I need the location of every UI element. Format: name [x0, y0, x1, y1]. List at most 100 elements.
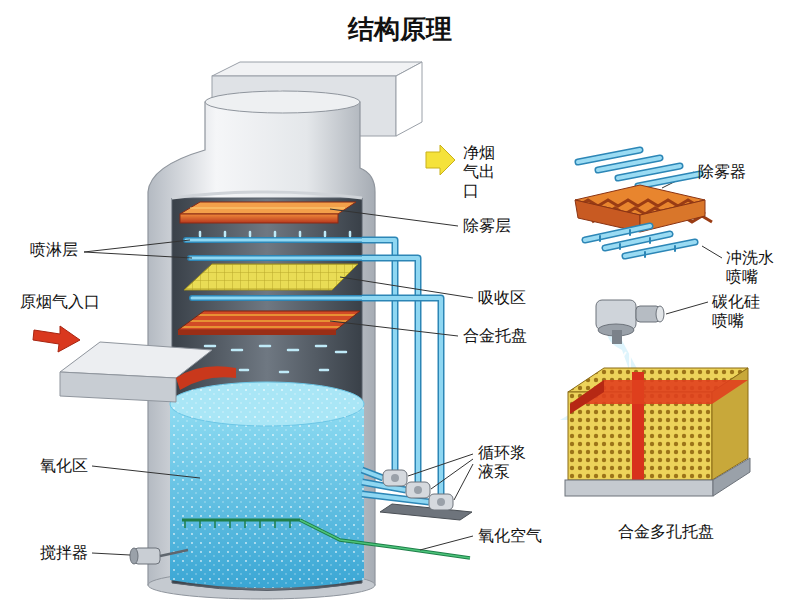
outlet-duct [212, 62, 422, 76]
part-label: 净烟气出口 [463, 143, 498, 201]
demister-inset [578, 150, 700, 186]
label-holder: 除雾层 [463, 216, 511, 235]
outlet-duct [396, 62, 422, 136]
part-label: 原烟气入口 [20, 292, 100, 311]
label-holder: 合金多孔托盘 [618, 522, 714, 541]
slurry-pipes [362, 258, 418, 486]
label-holder: 喷淋层 [30, 240, 78, 259]
agitator [160, 550, 188, 556]
leader-lines [330, 209, 458, 226]
slurry-pipes [362, 258, 418, 486]
leader-lines [84, 240, 192, 258]
demister-layer [180, 202, 356, 214]
tower-shell [205, 91, 360, 113]
label-holder: 合金托盘 [463, 326, 527, 345]
demister-inset [600, 230, 675, 257]
outlet-arrow [426, 145, 455, 175]
alloy-tray [178, 330, 336, 335]
label-holder: 冲洗水喷嘴 [726, 248, 777, 286]
inlet-duct [176, 366, 236, 390]
porous-tray-inset [565, 368, 750, 496]
part-label: 氧化空气 [478, 526, 542, 545]
title-holder: 结构原理 [348, 12, 452, 47]
leader-lines [408, 454, 473, 500]
slurry-pool [185, 520, 290, 528]
demister-layer [180, 214, 338, 223]
spray-pipes [190, 232, 350, 372]
slurry-pipes [362, 470, 429, 502]
part-label: 合金托盘 [463, 326, 527, 345]
circulation-pumps [437, 498, 445, 506]
demister-inset [578, 150, 700, 186]
slurry-pool [170, 404, 364, 588]
slurry-pipes [362, 298, 441, 498]
spray-pipes [190, 346, 346, 352]
porous-tray-inset [570, 380, 604, 414]
slurry-pipes [362, 240, 395, 474]
part-label: 碳化硅喷嘴 [712, 292, 763, 330]
leader-lines [340, 277, 473, 298]
part-label: 喷淋层 [30, 240, 78, 259]
spray-pipes [200, 232, 350, 236]
slurry-pool [170, 404, 364, 588]
part-label: 合金多孔托盘 [618, 522, 714, 541]
inlet-duct [60, 372, 176, 402]
part-label: 冲洗水喷嘴 [726, 248, 777, 286]
tower-interior [172, 192, 362, 198]
label-holder: 除雾器 [698, 162, 746, 181]
part-label: 搅拌器 [40, 543, 88, 562]
oxidation-air-pipe [300, 520, 470, 558]
slurry-pipes [362, 298, 441, 498]
part-label: 吸收区 [478, 288, 526, 307]
slurry-pool [170, 382, 364, 588]
part-label: 氧化区 [40, 456, 88, 475]
demister-inset [585, 226, 695, 256]
leader-lines [420, 536, 473, 550]
spray-pipes [186, 232, 441, 372]
slurry-pipes [362, 240, 441, 502]
nozzle-inset [656, 306, 664, 322]
demister-layer [180, 202, 356, 223]
label-holder: 搅拌器 [40, 543, 88, 562]
diagram-title: 结构原理 [348, 12, 452, 47]
label-holder: 碳化硅喷嘴 [712, 292, 763, 330]
alloy-tray [178, 311, 360, 330]
circulation-pumps [406, 482, 430, 498]
part-label: 循环浆液泵 [478, 443, 529, 481]
absorption-grid [184, 264, 358, 290]
inlet-duct [60, 342, 236, 402]
leader-lines [330, 321, 458, 336]
demister-inset [585, 226, 695, 256]
circulation-pumps [414, 486, 422, 494]
circulation-pumps [383, 470, 407, 486]
label-holder: 原烟气入口 [20, 292, 100, 311]
leader-lines [702, 246, 722, 258]
agitator [130, 548, 138, 564]
label-holder: 循环浆液泵 [478, 443, 529, 481]
tower-shell [148, 91, 375, 599]
demister-layer [190, 208, 345, 209]
leader-lines [92, 466, 200, 478]
demister-inset [575, 150, 712, 257]
alloy-tray [178, 311, 360, 335]
label-holder: 氧化区 [40, 456, 88, 475]
leader-lines [92, 553, 130, 555]
oxidation-air-pipe [300, 520, 470, 558]
slurry-pool [170, 382, 364, 426]
part-label: 除雾器 [698, 162, 746, 181]
slurry-pipes [362, 470, 429, 502]
circulation-pumps [429, 494, 453, 510]
circulation-pumps [380, 470, 472, 520]
circulation-pumps [380, 504, 472, 520]
label-holder: 净烟气出口 [463, 143, 498, 201]
oxidation-air-pipe [300, 520, 470, 558]
porous-tray-inset [713, 458, 750, 496]
inlet-arrow [33, 326, 80, 352]
agitator [130, 548, 188, 564]
porous-tray-inset [565, 480, 713, 496]
part-label: 除雾层 [463, 216, 511, 235]
label-holder: 吸收区 [478, 288, 526, 307]
leader-lines [84, 172, 722, 555]
nozzle-inset [612, 330, 622, 344]
